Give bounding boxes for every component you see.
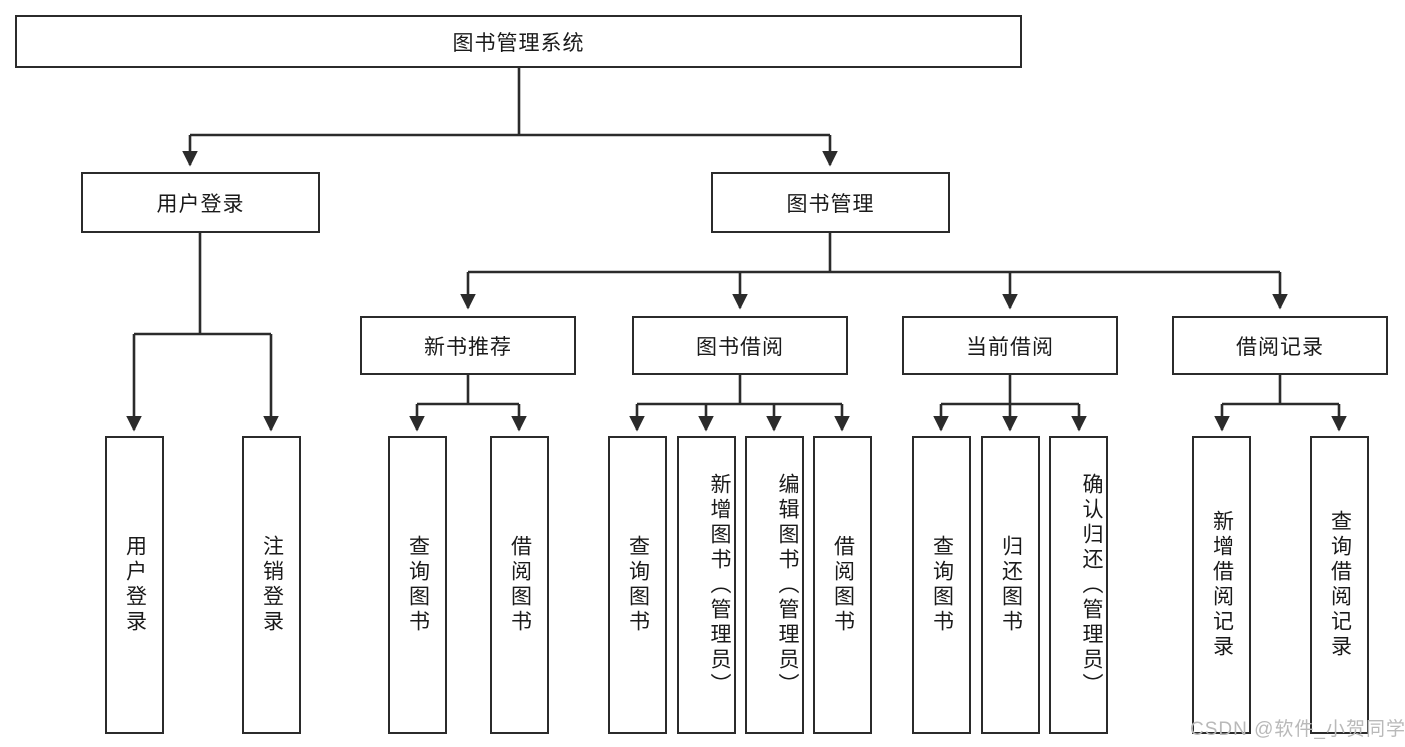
leaf-borrow-book-nb[interactable]: 借阅图书 [490, 436, 549, 734]
leaf-query-borrow-record[interactable]: 查询借阅记录 [1310, 436, 1369, 734]
leaf-add-book-admin[interactable]: 新增图书（管理员） [677, 436, 736, 734]
node-book-management[interactable]: 图书管理 [711, 172, 950, 233]
node-label: 图书借阅 [696, 335, 784, 359]
node-label: 确认归还（管理员） [1080, 472, 1103, 698]
node-borrowing-record[interactable]: 借阅记录 [1172, 316, 1388, 375]
node-label: 归还图书 [999, 535, 1023, 635]
node-new-book-recommendation[interactable]: 新书推荐 [360, 316, 576, 375]
node-label: 新增借阅记录 [1210, 510, 1234, 660]
leaf-edit-book-admin[interactable]: 编辑图书（管理员） [745, 436, 804, 734]
node-user-login[interactable]: 用户登录 [81, 172, 320, 233]
leaf-confirm-return-admin[interactable]: 确认归还（管理员） [1049, 436, 1108, 734]
node-current-borrowing[interactable]: 当前借阅 [902, 316, 1118, 375]
node-label: 新书推荐 [424, 335, 512, 359]
csdn-watermark: CSDN @软件_小贺同学 [1190, 719, 1405, 740]
leaf-query-book-bb[interactable]: 查询图书 [608, 436, 667, 734]
node-label: 用户登录 [123, 535, 147, 635]
node-label: 用户登录 [156, 192, 245, 216]
node-label: 借阅图书 [831, 535, 855, 635]
leaf-user-login[interactable]: 用户登录 [105, 436, 164, 734]
node-book-borrowing[interactable]: 图书借阅 [632, 316, 848, 375]
leaf-query-book-cb[interactable]: 查询图书 [912, 436, 971, 734]
node-label: 注销登录 [260, 535, 284, 635]
node-label: 借阅记录 [1236, 335, 1324, 359]
node-label: 借阅图书 [508, 535, 532, 635]
node-label: 图书管理 [786, 192, 875, 216]
node-label: 查询图书 [626, 535, 650, 635]
node-label: 当前借阅 [966, 335, 1054, 359]
leaf-query-book-nb[interactable]: 查询图书 [388, 436, 447, 734]
node-label: 查询借阅记录 [1328, 510, 1352, 660]
leaf-logout[interactable]: 注销登录 [242, 436, 301, 734]
leaf-borrow-book-bb[interactable]: 借阅图书 [813, 436, 872, 734]
node-label: 新增图书（管理员） [708, 472, 731, 698]
node-label: 图书管理系统 [452, 31, 585, 55]
node-root-book-management-system[interactable]: 图书管理系统 [15, 15, 1022, 68]
node-label: 编辑图书（管理员） [776, 472, 799, 698]
node-label: 查询图书 [930, 535, 954, 635]
node-label: 查询图书 [406, 535, 430, 635]
leaf-add-borrow-record[interactable]: 新增借阅记录 [1192, 436, 1251, 734]
leaf-return-book[interactable]: 归还图书 [981, 436, 1040, 734]
